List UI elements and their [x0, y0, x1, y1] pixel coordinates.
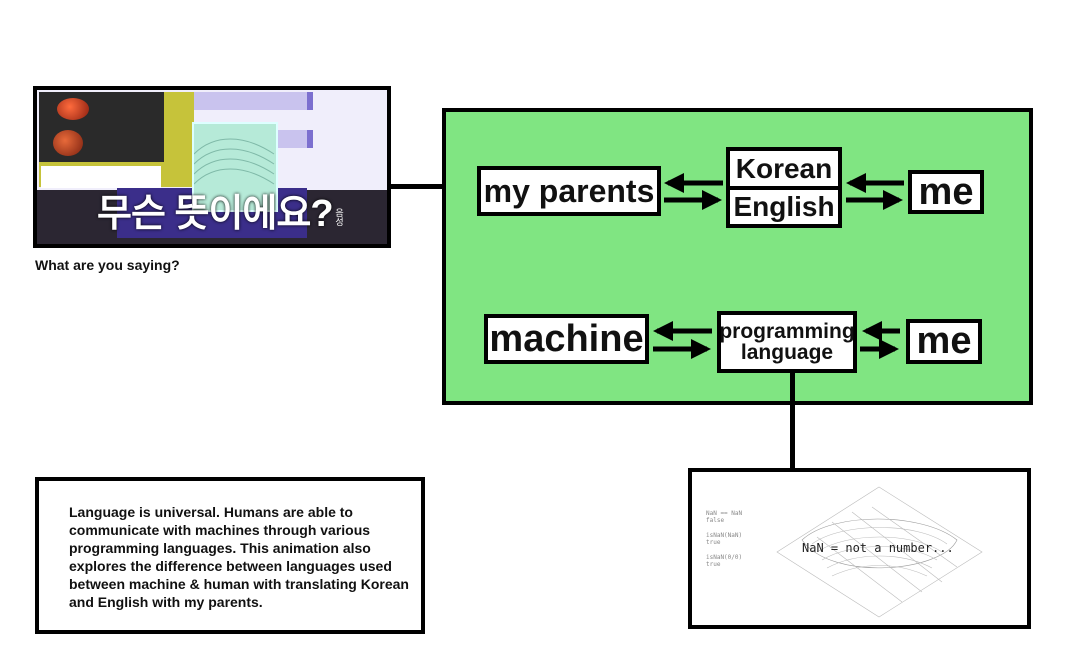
video-thumbnail[interactable]: 무슨 뜻이에요? 음성	[33, 86, 391, 248]
render-blob	[53, 130, 83, 156]
wireframe-graphic	[193, 138, 275, 185]
thumbnail-small-text: 음성	[334, 208, 344, 226]
node-label-line1: programming	[719, 320, 855, 343]
connector-line	[790, 371, 795, 470]
thumbnail-white-layer	[41, 166, 161, 188]
description-text: Language is universal. Humans are able t…	[69, 504, 409, 610]
description-box: Language is universal. Humans are able t…	[35, 477, 425, 634]
thumbnail-korean-text: 무슨 뜻이에요?	[97, 193, 334, 235]
node-english: English	[726, 186, 842, 228]
node-me: me	[908, 170, 984, 214]
code-snippet: isNaN(NaN) true	[706, 532, 743, 546]
node-label-line2: language	[740, 341, 834, 364]
thumbnail-mint-layer	[192, 122, 278, 212]
code-snippet: NaN == NaN false	[706, 510, 743, 524]
thumbnail-3d-viewport	[39, 92, 164, 162]
render-blob	[57, 98, 89, 120]
node-machine: machine	[484, 314, 649, 364]
thumbnail-bar	[187, 92, 313, 110]
nan-label: NaN = not a number...	[802, 541, 954, 555]
nan-preview-panel[interactable]: NaN == NaN false isNaN(NaN) true isNaN(0…	[688, 468, 1031, 629]
wireframe-surface-graphic	[776, 486, 983, 618]
code-snippet: isNaN(0/0) true	[706, 554, 743, 568]
node-programming-language: programming language	[717, 311, 857, 373]
node-my-parents: my parents	[477, 166, 661, 216]
thumbnail-caption: What are you saying?	[35, 257, 180, 273]
node-korean: Korean	[726, 147, 842, 190]
node-me: me	[906, 319, 982, 364]
connector-line	[389, 184, 481, 189]
